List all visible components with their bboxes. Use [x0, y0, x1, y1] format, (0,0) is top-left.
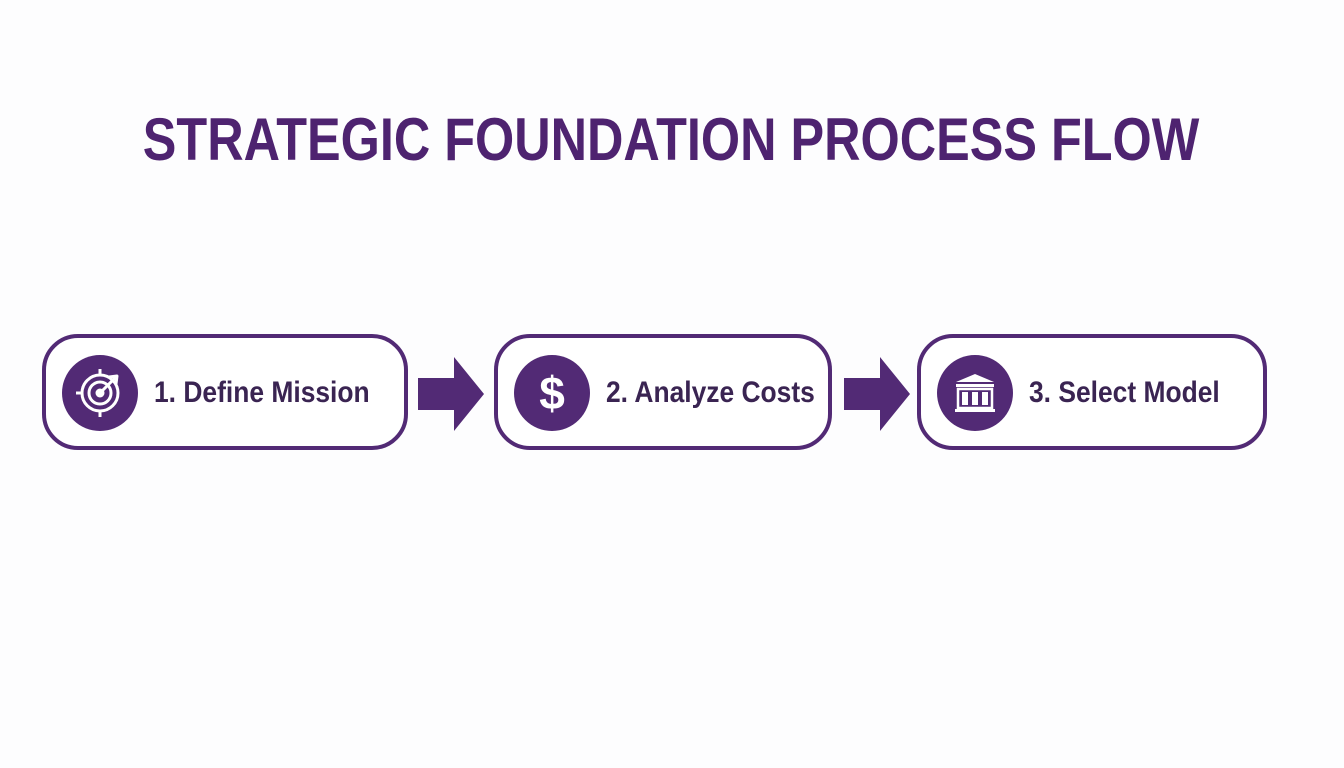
- arrow-right-icon: [844, 357, 910, 431]
- arrow-right-icon: [418, 357, 484, 431]
- step-define-mission: 1. Define Mission: [42, 334, 408, 450]
- step-label: 2. Analyze Costs: [606, 376, 815, 409]
- step-select-model: 3. Select Model: [917, 334, 1267, 450]
- step-label: 3. Select Model: [1029, 376, 1220, 409]
- step-analyze-costs: $ 2. Analyze Costs: [494, 334, 832, 450]
- dollar-icon: $: [514, 355, 590, 431]
- building-icon: [937, 355, 1013, 431]
- dollar-glyph: $: [539, 367, 565, 419]
- step-label: 1. Define Mission: [154, 376, 370, 409]
- target-icon: [62, 355, 138, 431]
- page-title: STRATEGIC FOUNDATION PROCESS FLOW: [142, 106, 1200, 173]
